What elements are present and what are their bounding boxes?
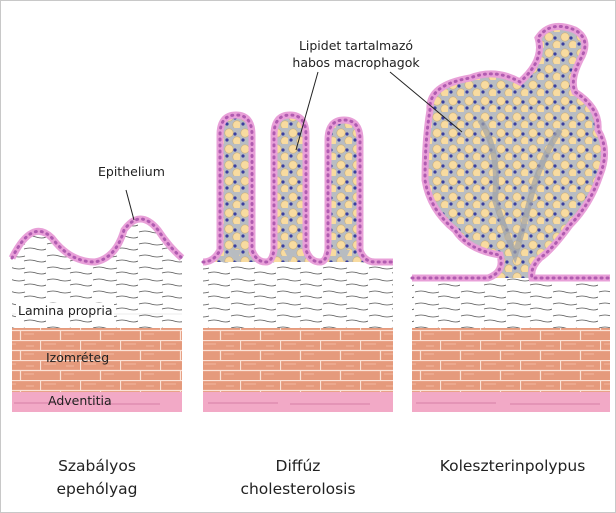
caption-polyp: Koleszterinpolypus [420,455,605,478]
caption-normal-line-2: epehólyag [22,478,172,501]
adventitia-layer [412,392,610,412]
muscle-layer [203,328,393,392]
adventitia-layer [203,392,393,412]
muscle-layer-label: Izomréteg [46,350,109,365]
adventitia-label: Adventitia [48,393,112,408]
caption-normal-line-1: Szabályos [22,455,172,478]
caption-diffuse-line-2: cholesterolosis [213,478,383,501]
epithelium-label: Epithelium [98,164,165,179]
muscle-layer [412,328,610,392]
lamina-propria [412,278,610,328]
macrophage-label: Lipidet tartalmazó habos macrophagok [276,37,436,71]
lamina-propria-label: Lamina propria [16,303,114,318]
macrophage-label-line-1: Lipidet tartalmazó [276,37,436,54]
caption-diffuse: Diffúz cholesterolosis [213,455,383,501]
caption-normal: Szabályos epehólyag [22,455,172,501]
caption-diffuse-line-1: Diffúz [213,455,383,478]
macrophage-label-line-2: habos macrophagok [276,54,436,71]
lamina-propria [203,262,393,328]
